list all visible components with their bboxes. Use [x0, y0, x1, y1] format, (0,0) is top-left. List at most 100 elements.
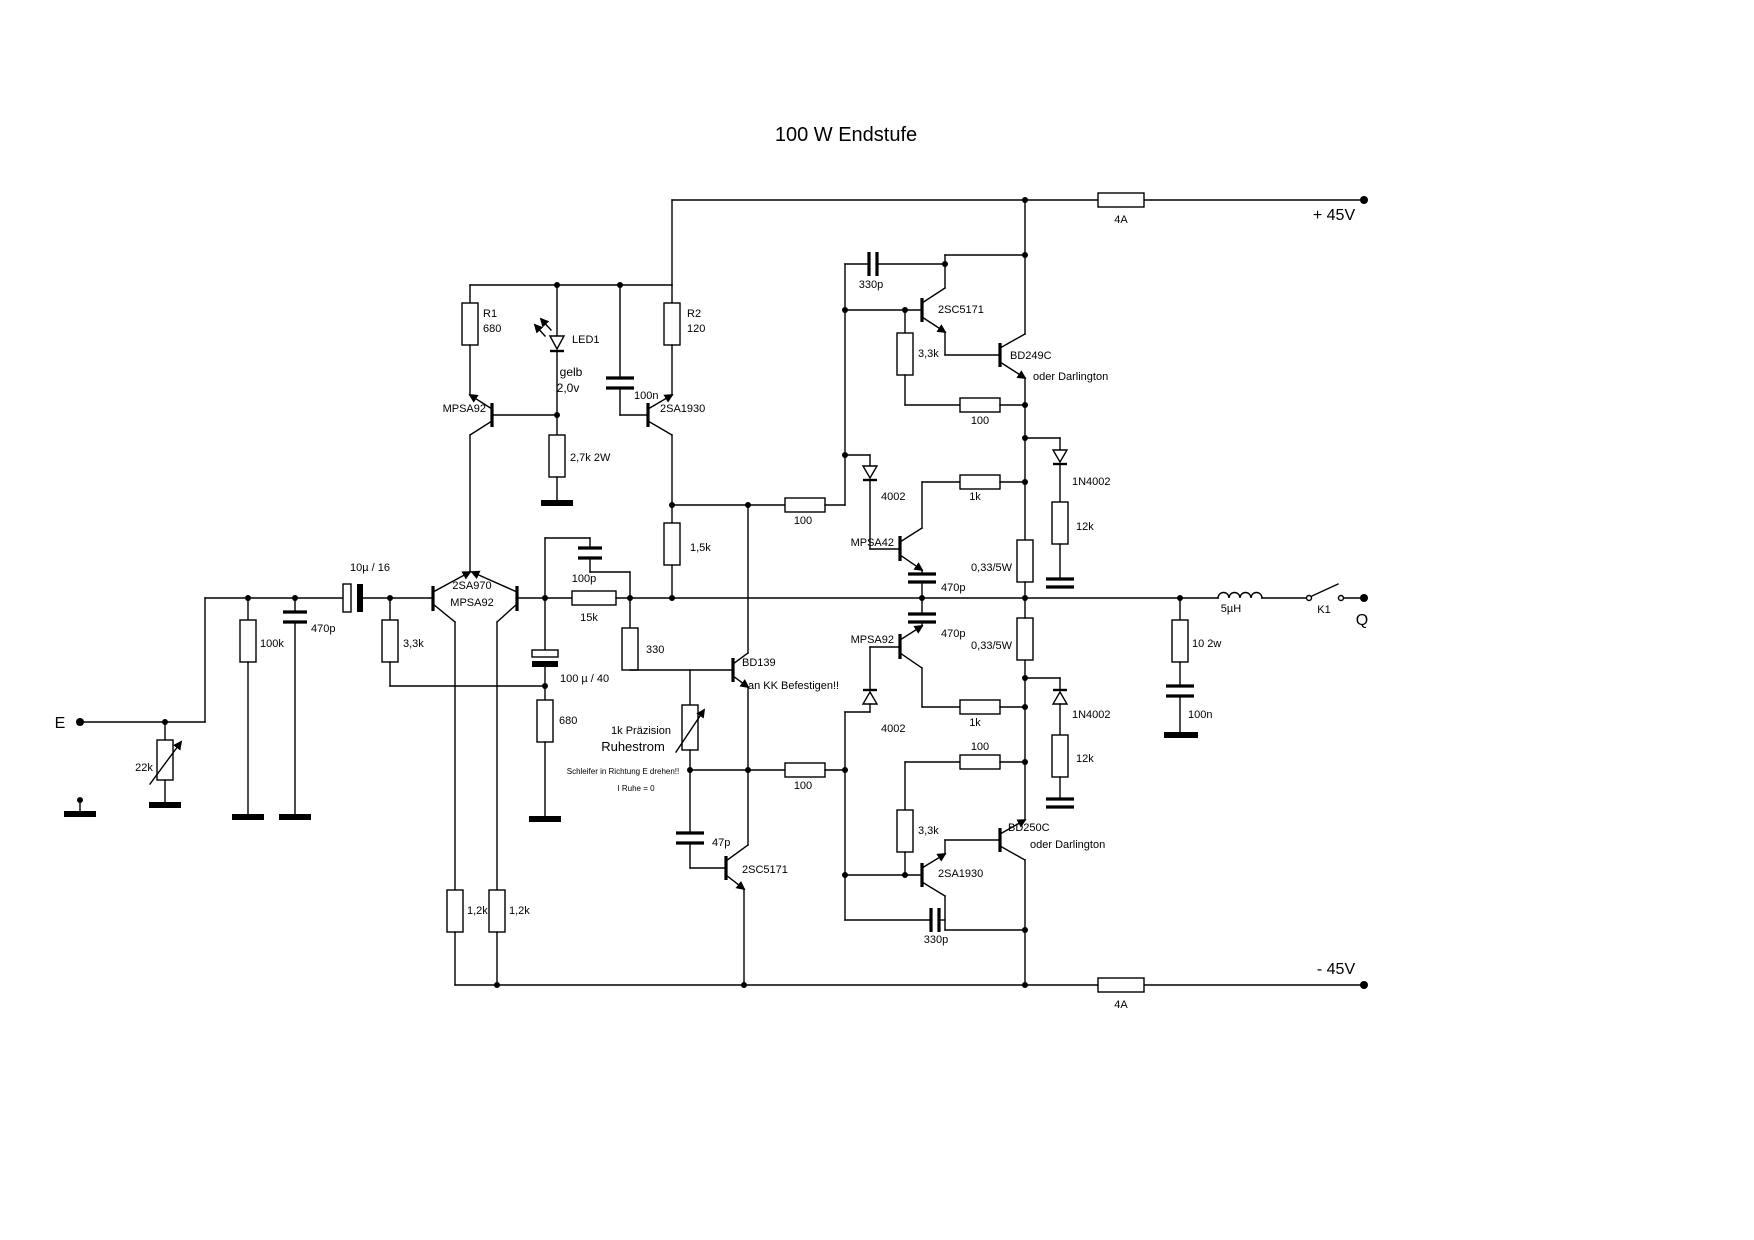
- label-output: Q: [1356, 612, 1368, 629]
- resistor-zobel: [1171, 619, 1189, 663]
- ground-bar: [279, 814, 311, 820]
- resistor-1k-limiter-bottom: [959, 699, 1001, 715]
- resistor-3k3-input: [381, 619, 399, 663]
- diode-1n4002-top: [1051, 449, 1069, 464]
- label-pot-bias: 1k Präzision: [611, 725, 671, 737]
- resistor-1k-limiter-top: [959, 474, 1001, 490]
- resistor-r1: [461, 302, 479, 346]
- label-bias-title: Ruhestrom: [601, 739, 665, 754]
- label-q-ccs-top: MPSA92: [443, 403, 486, 415]
- label-r-e-top: 100: [971, 415, 989, 427]
- label-r1a: R1: [483, 308, 497, 320]
- output-terminal: [1360, 594, 1368, 602]
- resistor-1k2-b: [488, 889, 506, 933]
- label-bias-note: an KK Befestigen!!: [748, 680, 839, 692]
- label-c-zobel: 100n: [1188, 709, 1212, 721]
- label-pot-in: 22k: [135, 762, 153, 774]
- label-d-bot: 4002: [881, 723, 905, 735]
- label-q1b: MPSA92: [450, 597, 493, 609]
- label-r-lim-bot: 1k: [969, 717, 981, 729]
- label-q-out-top: BD249C: [1010, 350, 1052, 362]
- resistor-r2: [663, 302, 681, 346]
- fuse-bottom: [1097, 977, 1145, 993]
- vplus-terminal: [1360, 196, 1368, 204]
- label-r-fb-in: 3,3k: [403, 638, 424, 650]
- label-bias-note3: I Ruhe = 0: [617, 784, 655, 793]
- label-r-cl-bot: 12k: [1076, 753, 1094, 765]
- resistor-1k2-a: [446, 889, 464, 933]
- label-r-in: 100k: [260, 638, 284, 650]
- label-c-miller-bot: 330p: [924, 934, 948, 946]
- label-r-e-bot: 100: [971, 741, 989, 753]
- label-c-miller-top: 330p: [859, 279, 883, 291]
- input-terminal: [76, 718, 84, 726]
- resistor-100-emitter-top: [959, 397, 1001, 413]
- label-vplus: + 45V: [1313, 207, 1356, 224]
- label-c-rail: 100n: [634, 390, 658, 402]
- potentiometer-1k-bias: [681, 704, 699, 751]
- ground-bar: [529, 816, 561, 822]
- resistor-3k3-driver-bottom: [896, 809, 914, 853]
- relay-contact: [1305, 594, 1313, 602]
- capacitor-10u-coupling: [342, 583, 352, 613]
- label-q1: 2SA970: [452, 580, 491, 592]
- label-input: E: [55, 715, 66, 732]
- bottom-output-stage: [844, 597, 1074, 986]
- label-led-v: 2,0v: [557, 381, 580, 395]
- labels: 100 W Endstufe + 45V - 45V 4A 4A E Q K1 …: [55, 124, 1369, 1011]
- label-r2a: R2: [687, 308, 701, 320]
- label-r-spread: 330: [646, 644, 664, 656]
- led-emission-arrow: [533, 323, 546, 337]
- label-darl-top: oder Darlington: [1033, 371, 1108, 383]
- label-r-drv-bot: 3,3k: [918, 825, 939, 837]
- label-vminus: - 45V: [1317, 961, 1356, 978]
- resistor-033-top: [1016, 539, 1034, 583]
- label-r-cl-top: 12k: [1076, 521, 1094, 533]
- bias-spreader: [621, 497, 846, 986]
- resistor-2k7: [548, 434, 566, 478]
- label-r-fb2: 680: [559, 715, 577, 727]
- label-c-fb: 100p: [572, 573, 596, 585]
- label-bias-note2: Schleifer in Richtung E drehen!!: [567, 767, 680, 776]
- resistor-15k-feedback: [571, 590, 617, 606]
- label-r-zobel: 10 2w: [1192, 638, 1221, 650]
- potentiometer-22k: [156, 739, 174, 781]
- label-d-cl-top: 1N4002: [1072, 476, 1111, 488]
- label-r-sense-bot: 0,33/5W: [971, 640, 1013, 652]
- resistor-330: [621, 627, 639, 671]
- label-r-base-bot: 100: [794, 780, 812, 792]
- ground-bar: [149, 802, 181, 808]
- label-r-base-top: 100: [794, 515, 812, 527]
- label-darl-bot: oder Darlington: [1030, 839, 1105, 851]
- diode-4002-bottom: [861, 690, 879, 705]
- resistor-1k5-vas: [663, 522, 681, 566]
- label-q-drv-top: 2SC5171: [938, 304, 984, 316]
- label-q-vas-top: 2SA1930: [660, 403, 705, 415]
- resistor-12k-bottom: [1051, 734, 1069, 778]
- junction-dots: [76, 196, 1368, 989]
- differential-pair: [381, 570, 573, 986]
- label-d-cl-bot: 1N4002: [1072, 709, 1111, 721]
- label-c-out-bot: 470p: [941, 628, 965, 640]
- resistor-033-bottom: [1016, 617, 1034, 661]
- capacitor-100u-feedback: [531, 649, 559, 658]
- label-q-drv-bot: 2SA1930: [938, 868, 983, 880]
- top-output-stage: [844, 199, 1074, 599]
- led1-diode: [548, 335, 566, 351]
- output-network: [1164, 583, 1365, 738]
- label-r-deg-b: 1,2k: [509, 905, 530, 917]
- label-led-color: gelb: [560, 365, 583, 379]
- label-r2b: 120: [687, 323, 705, 335]
- led-emission-arrow: [539, 317, 552, 331]
- label-fuse-bottom: 4A: [1114, 999, 1128, 1011]
- label-r-fb: 15k: [580, 612, 598, 624]
- label-q-lim-top: MPSA42: [851, 537, 894, 549]
- label-r-drv-top: 3,3k: [918, 348, 939, 360]
- label-r1b: 680: [483, 323, 501, 335]
- diode-4002-top: [861, 465, 879, 480]
- label-fuse-top: 4A: [1114, 214, 1128, 226]
- label-c-in: 470p: [311, 623, 335, 635]
- reference-current-source: [461, 199, 681, 573]
